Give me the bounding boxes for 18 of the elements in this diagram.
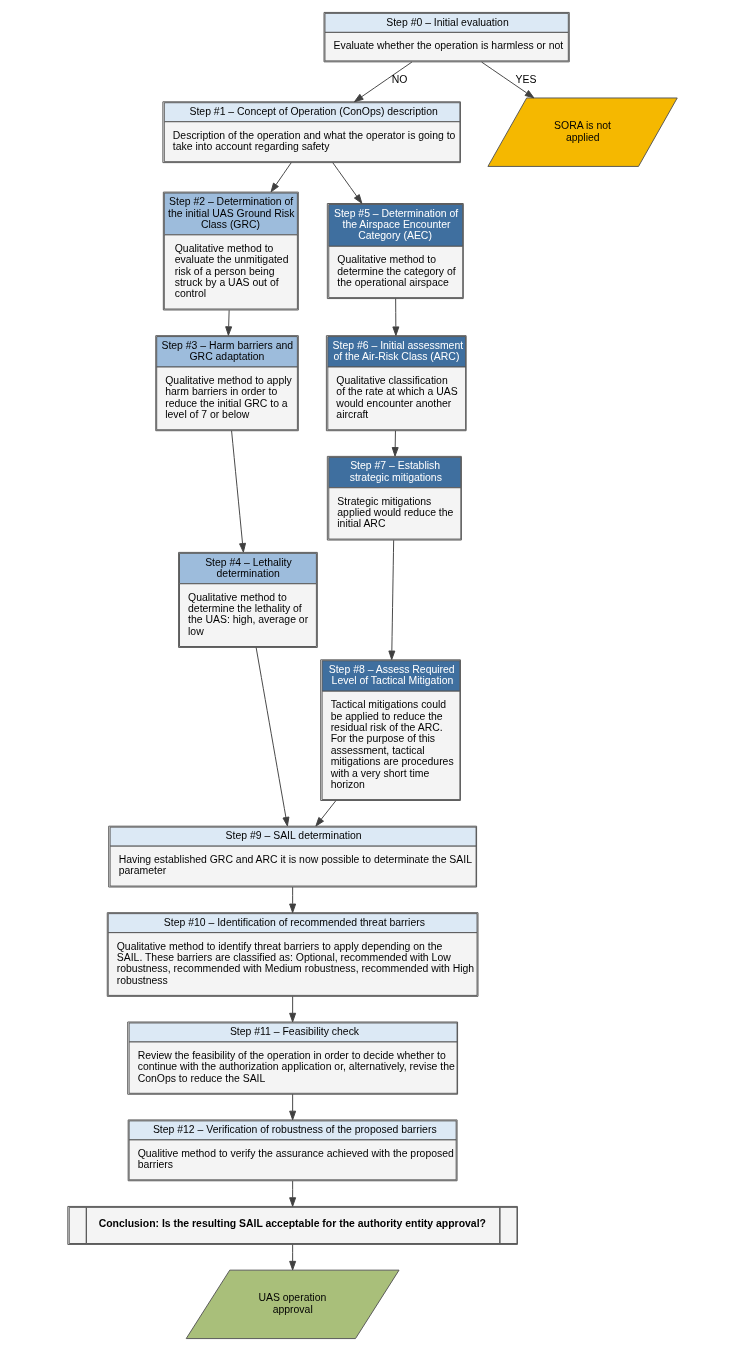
arrow [270, 162, 292, 193]
arrow [289, 1244, 297, 1271]
arrow [388, 539, 396, 661]
arrow [289, 1180, 297, 1207]
arrow [481, 61, 535, 99]
arrow [332, 162, 363, 204]
arrow [289, 1093, 297, 1121]
arrow [315, 800, 337, 827]
edge-label: NO [391, 73, 408, 85]
arrow [255, 647, 290, 827]
arrow [354, 61, 413, 103]
edge-label: YES [515, 73, 537, 85]
arrow [391, 430, 399, 457]
arrow [392, 298, 400, 336]
arrow [231, 430, 246, 553]
arrow [289, 886, 297, 914]
arrow [225, 309, 233, 336]
arrow [289, 996, 297, 1023]
